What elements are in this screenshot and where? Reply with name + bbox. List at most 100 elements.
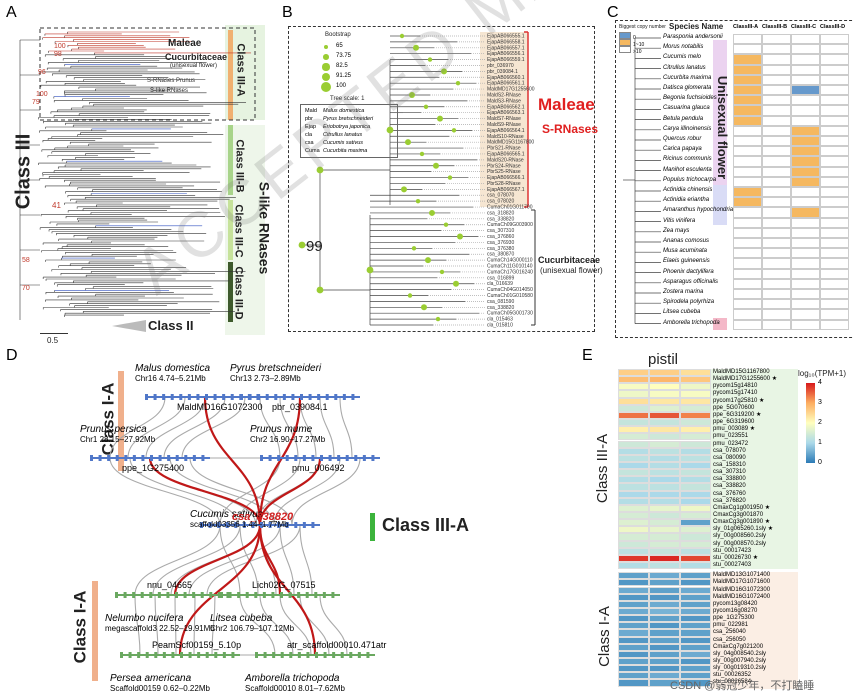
bootstrap-title: Bootstrap [325, 32, 351, 38]
copy-number-cell [762, 44, 791, 55]
gene-block [300, 394, 303, 400]
synteny-link [279, 524, 295, 596]
copy-number-cell [791, 166, 820, 177]
synteny-link [145, 396, 206, 459]
heatmap-cell [649, 397, 680, 405]
gene-block [171, 652, 175, 658]
gene-block [332, 652, 336, 658]
heatmap-cell [649, 643, 680, 651]
gene-name: ppe_1G275400 [122, 463, 185, 473]
gene-block [197, 652, 201, 658]
copy-number-cell [791, 197, 820, 208]
gene-block [175, 592, 178, 598]
species-name: Litsea cubeba [663, 309, 701, 316]
species-abbr: Cuma [305, 148, 320, 154]
tip-label: MaldS3-RNase [487, 98, 521, 104]
heatmap-cell [649, 390, 680, 398]
tip-label: EjapAB066566.1 [487, 175, 525, 181]
tip-label: MaldS7-RNase [487, 116, 521, 122]
bootstrap-node [447, 175, 453, 180]
heatmap-cell [680, 526, 711, 534]
heatmap-cell [680, 658, 711, 666]
gene-block [149, 592, 153, 598]
panel-c-tree [623, 37, 727, 330]
heatmap-cell [618, 426, 649, 434]
heatmap-cell [680, 419, 711, 427]
copy-number-cell [733, 268, 762, 279]
gene-name: MaldMD16G1072300 [177, 402, 263, 412]
tip-label: PbrS21-RNase [487, 146, 521, 152]
gene-row-label: CmaxCg1g001950 ★ [713, 504, 771, 511]
copy-number-cell [762, 146, 791, 157]
gene-name: atr_scaffold00010.471atr [287, 640, 387, 650]
copy-number-cell [762, 289, 791, 300]
gene-block [137, 652, 141, 658]
gene-row-label: sly_00g019310.2sly [713, 665, 767, 672]
copy-number-cell [791, 115, 820, 126]
gene-block [340, 652, 344, 658]
tip-label: CumaCh05G001730 [487, 311, 533, 317]
gene-row-label: CmaxCg7g021200 [713, 643, 764, 650]
heatmap-cell [649, 504, 680, 512]
gene-block [141, 455, 145, 461]
tip-label: EjapAB066559.1 [487, 57, 525, 63]
legend-text: 0 [633, 35, 636, 41]
class-ia-bot-bar [92, 581, 98, 681]
panel-c-frame [615, 20, 854, 338]
panel-c-label: C [607, 4, 619, 21]
synteny-link [129, 457, 239, 526]
bootstrap-node [439, 269, 445, 275]
color-scale-tick: 0 [818, 459, 822, 466]
gene-block [179, 394, 183, 400]
bootstrap-value: 91.25 [336, 73, 352, 79]
copy-number-cell [820, 125, 849, 136]
bootstrap-value: 82.5 [336, 63, 348, 69]
heatmap-cell [618, 643, 649, 651]
gene-block [272, 652, 276, 658]
gene-block [317, 394, 321, 400]
gene-block [132, 592, 136, 598]
species-name: Cucurbita maxima [323, 148, 368, 154]
genome-region: scaffold03356 1.44–1.77Mb [190, 520, 289, 529]
heatmap-cell [680, 679, 711, 687]
gene-block [162, 394, 166, 400]
copy-number-cell [762, 238, 791, 249]
heatmap-cell [618, 600, 649, 608]
species-name: Datisca glomerata [663, 85, 712, 91]
heatmap-cell [649, 419, 680, 427]
panel-b-tree: EjapAB066555.1EjapAB066558.1EjapAB066557… [298, 31, 536, 329]
synteny-link [273, 457, 341, 526]
bootstrap-node [413, 44, 419, 51]
gene-block [245, 592, 249, 598]
copy-number-cell [820, 207, 849, 218]
synteny-link [189, 457, 293, 526]
copy-number-cell [820, 105, 849, 116]
gene-block [167, 455, 171, 461]
synteny-link [291, 457, 361, 526]
bootstrap-node [411, 246, 417, 251]
heatmap-cell [618, 526, 649, 534]
species-name: Parasponia andersonii [663, 34, 723, 40]
gene-block [184, 455, 188, 461]
gene-row-label: csa_078070 [713, 447, 746, 454]
class-ii-label: Class II [148, 318, 194, 333]
heatmap-cell [649, 665, 680, 673]
gene-block [222, 652, 226, 658]
copy-number-cell [733, 227, 762, 238]
species-name: Amaranthus hypochondriacus [663, 207, 743, 214]
column-header: ClassIII-A [733, 24, 759, 30]
heatmap-cell [680, 411, 711, 420]
focal-synteny-link [203, 396, 262, 526]
copy-number-cell [733, 136, 762, 147]
panel-e-label: E [582, 347, 593, 364]
gene-row-label: stu_00026584 [713, 679, 752, 686]
heatmap-cell [618, 390, 649, 398]
copy-number-cell [733, 115, 762, 126]
species-name: Morus notabilis [663, 44, 704, 51]
tip-label: pbr_036970 [487, 63, 514, 69]
synteny-link [299, 594, 330, 656]
heatmap-cell [618, 404, 649, 412]
genome-region: Scaffold00010 8.01–7.62Mb [245, 684, 345, 693]
gene-block [357, 652, 361, 658]
copy-number-cell [733, 197, 762, 208]
